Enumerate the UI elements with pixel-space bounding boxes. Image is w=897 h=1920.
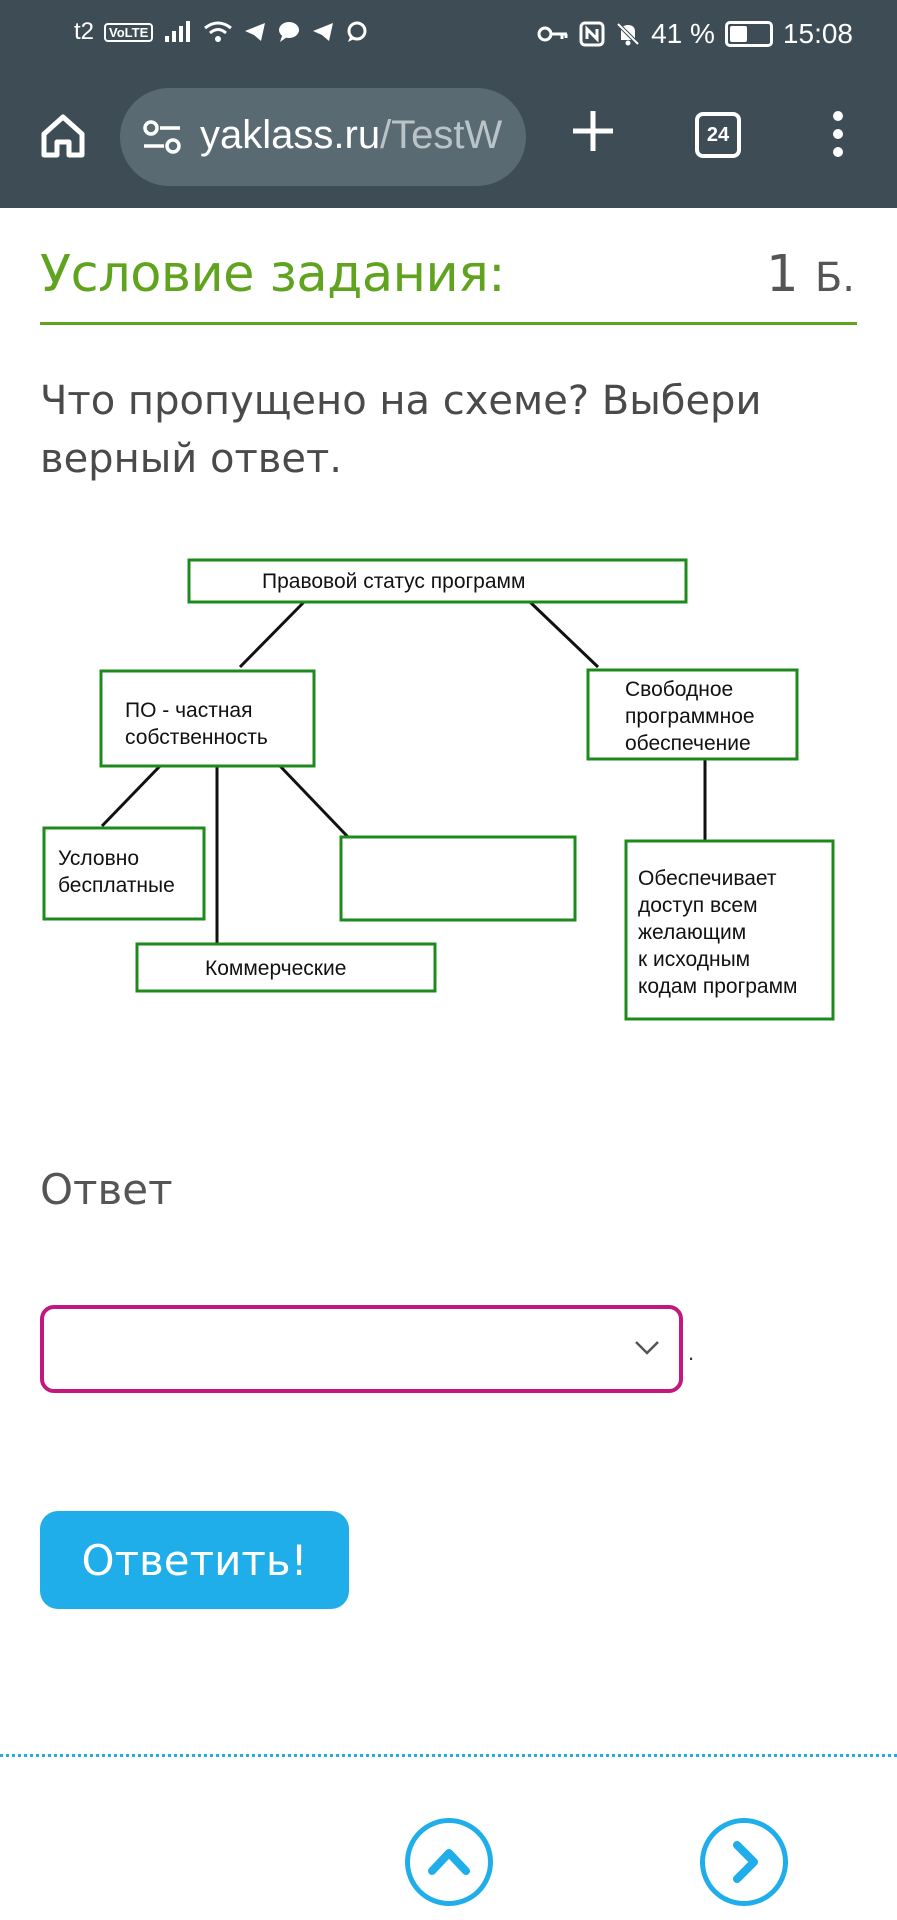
next-task-button[interactable] xyxy=(700,1818,788,1906)
wifi-icon xyxy=(204,21,233,42)
free-desc-line2: доступ всем xyxy=(638,894,758,917)
private-label-line1: ПО - частная xyxy=(125,699,252,722)
footer-divider xyxy=(0,1754,897,1757)
battery-icon xyxy=(724,21,773,47)
address-bar[interactable]: yaklass.ru/TestW xyxy=(120,88,526,186)
site-settings-icon[interactable] xyxy=(142,120,182,154)
url-host: yaklass.ru xyxy=(200,113,381,157)
browser-chrome: t2 VoLTE 41 % 15:08 xyxy=(0,0,897,208)
free-software-box xyxy=(586,668,799,761)
shareware-label-line2: бесплатные xyxy=(58,874,175,897)
free-label-line3: обеспечение xyxy=(625,732,751,755)
telegram-icon xyxy=(245,23,266,41)
carrier-label: t2 xyxy=(74,18,95,45)
free-description-box xyxy=(624,839,835,1021)
private-label-line2: собственность xyxy=(125,726,268,749)
connector-line xyxy=(278,764,350,839)
volte-badge: VoLTE xyxy=(104,22,154,42)
more-menu-icon[interactable] xyxy=(823,110,853,158)
scroll-up-button[interactable] xyxy=(405,1818,493,1906)
status-bar: t2 VoLTE 41 % 15:08 xyxy=(0,0,897,70)
new-tab-icon[interactable] xyxy=(570,108,616,154)
nfc-icon xyxy=(579,21,605,47)
free-label-line2: программное xyxy=(625,705,755,728)
answer-label: Ответ xyxy=(40,1165,173,1214)
shareware-label-line1: Условно xyxy=(58,847,139,870)
root-label: Правовой статус программ xyxy=(262,570,525,593)
connector-line xyxy=(528,600,600,669)
chevron-right-icon xyxy=(733,1841,758,1883)
connector-line xyxy=(100,764,162,828)
question-text: Что пропущено на схеме? Выбери верный от… xyxy=(40,378,762,482)
chevron-down-icon xyxy=(635,1341,659,1355)
battery-percent: 41 % xyxy=(651,18,715,49)
browser-toolbar: yaklass.ru/TestW 24 xyxy=(0,86,897,186)
points-unit: Б. xyxy=(814,255,855,301)
free-label-line1: Свободное xyxy=(625,678,733,701)
chat-icon xyxy=(347,21,367,42)
schema-diagram: Правовой статус программ ПО - частная со… xyxy=(42,558,835,1021)
points-value: 1 xyxy=(766,245,799,304)
connector-line xyxy=(238,600,306,669)
answer-trailing-dot: . xyxy=(688,1340,695,1365)
root-box xyxy=(187,558,688,604)
telegram-icon xyxy=(313,23,334,41)
message-icon xyxy=(279,22,300,42)
url-text[interactable]: yaklass.ru/TestW xyxy=(200,113,502,158)
missing-box xyxy=(339,835,577,922)
free-desc-line1: Обеспечивает xyxy=(638,867,777,890)
commercial-box xyxy=(135,942,437,993)
private-software-box xyxy=(99,669,316,768)
free-desc-line5: кодам программ xyxy=(638,975,797,998)
home-icon[interactable] xyxy=(38,110,88,160)
task-title: Условие задания: xyxy=(40,245,505,304)
commercial-label: Коммерческие xyxy=(205,957,346,980)
free-desc-line4: к исходным xyxy=(638,948,750,971)
free-desc-line3: желающим xyxy=(638,921,746,944)
bell-off-icon xyxy=(616,22,640,46)
url-path: /TestW xyxy=(380,113,503,157)
signal-icon xyxy=(165,21,191,42)
task-points: 1 Б. xyxy=(766,245,855,304)
tab-switcher-button[interactable]: 24 xyxy=(695,112,741,158)
key-icon xyxy=(537,26,568,42)
shareware-box xyxy=(42,826,206,921)
title-divider xyxy=(40,322,857,325)
clock: 15:08 xyxy=(782,18,853,49)
answer-select[interactable] xyxy=(40,1305,683,1393)
chevron-up-icon xyxy=(428,1849,470,1875)
submit-answer-button[interactable]: Ответить! xyxy=(40,1511,349,1609)
